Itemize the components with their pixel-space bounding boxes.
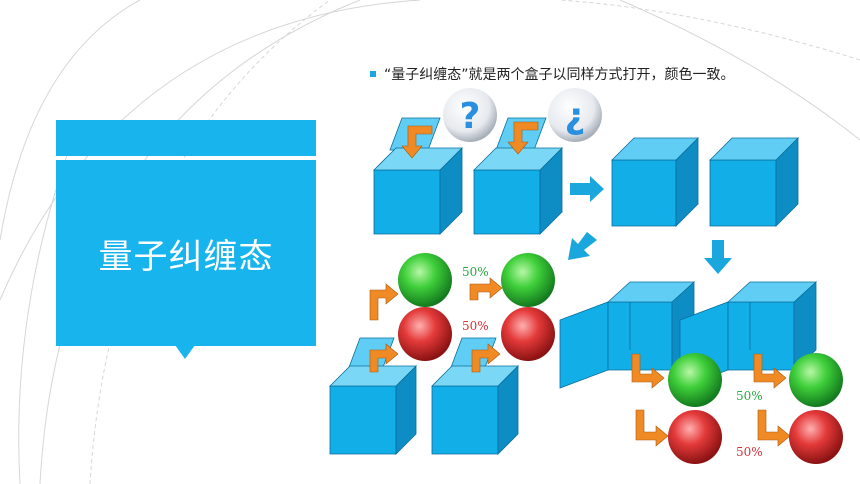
bullet-text: “量子纠缠态”就是两个盒子以同样方式打开，颜色一致。 (384, 67, 735, 83)
orange-arrow-icon (401, 125, 433, 159)
blue-arrow-down-left-icon (568, 232, 597, 260)
bullet-square-icon (370, 71, 376, 77)
inverted-question-sphere-icon: ¿ (548, 88, 602, 142)
title-notch (175, 345, 195, 359)
orange-arrow-icon (507, 121, 539, 155)
title-panel: 量子纠缠态 (56, 160, 316, 346)
green-sphere-icon (398, 253, 452, 307)
blue-arrow-right-icon (570, 176, 604, 202)
title-accent-bar (56, 120, 316, 156)
green-sphere-icon (789, 353, 843, 407)
closed-box-right (709, 137, 799, 227)
opened-box-bottom-right-1 (559, 281, 696, 389)
open-box-top-left (373, 117, 463, 235)
orange-arrow-icon (369, 277, 503, 373)
question-sphere-icon: ? (443, 88, 497, 142)
probability-label-green: 50% (736, 389, 763, 403)
probability-label-red: 50% (736, 445, 763, 459)
red-sphere-icon (501, 307, 555, 361)
red-sphere-icon (398, 307, 452, 361)
red-sphere-icon (789, 410, 843, 464)
question-mark: ? (460, 96, 481, 137)
open-box-bottom-middle (431, 337, 519, 455)
red-sphere-icon (668, 410, 722, 464)
probability-label-green: 50% (462, 265, 489, 279)
orange-arrow-icon (631, 353, 791, 447)
bullet-item: “量子纠缠态”就是两个盒子以同样方式打开，颜色一致。 (370, 64, 735, 84)
probability-label-red: 50% (462, 319, 489, 333)
green-sphere-icon (501, 253, 555, 307)
inverted-question-mark: ¿ (565, 96, 586, 137)
green-sphere-icon (668, 353, 722, 407)
slide-title: 量子纠缠态 (98, 236, 274, 277)
blue-arrow-down-icon (704, 240, 732, 274)
open-box-bottom-left (329, 337, 417, 455)
closed-box-left (611, 137, 699, 227)
